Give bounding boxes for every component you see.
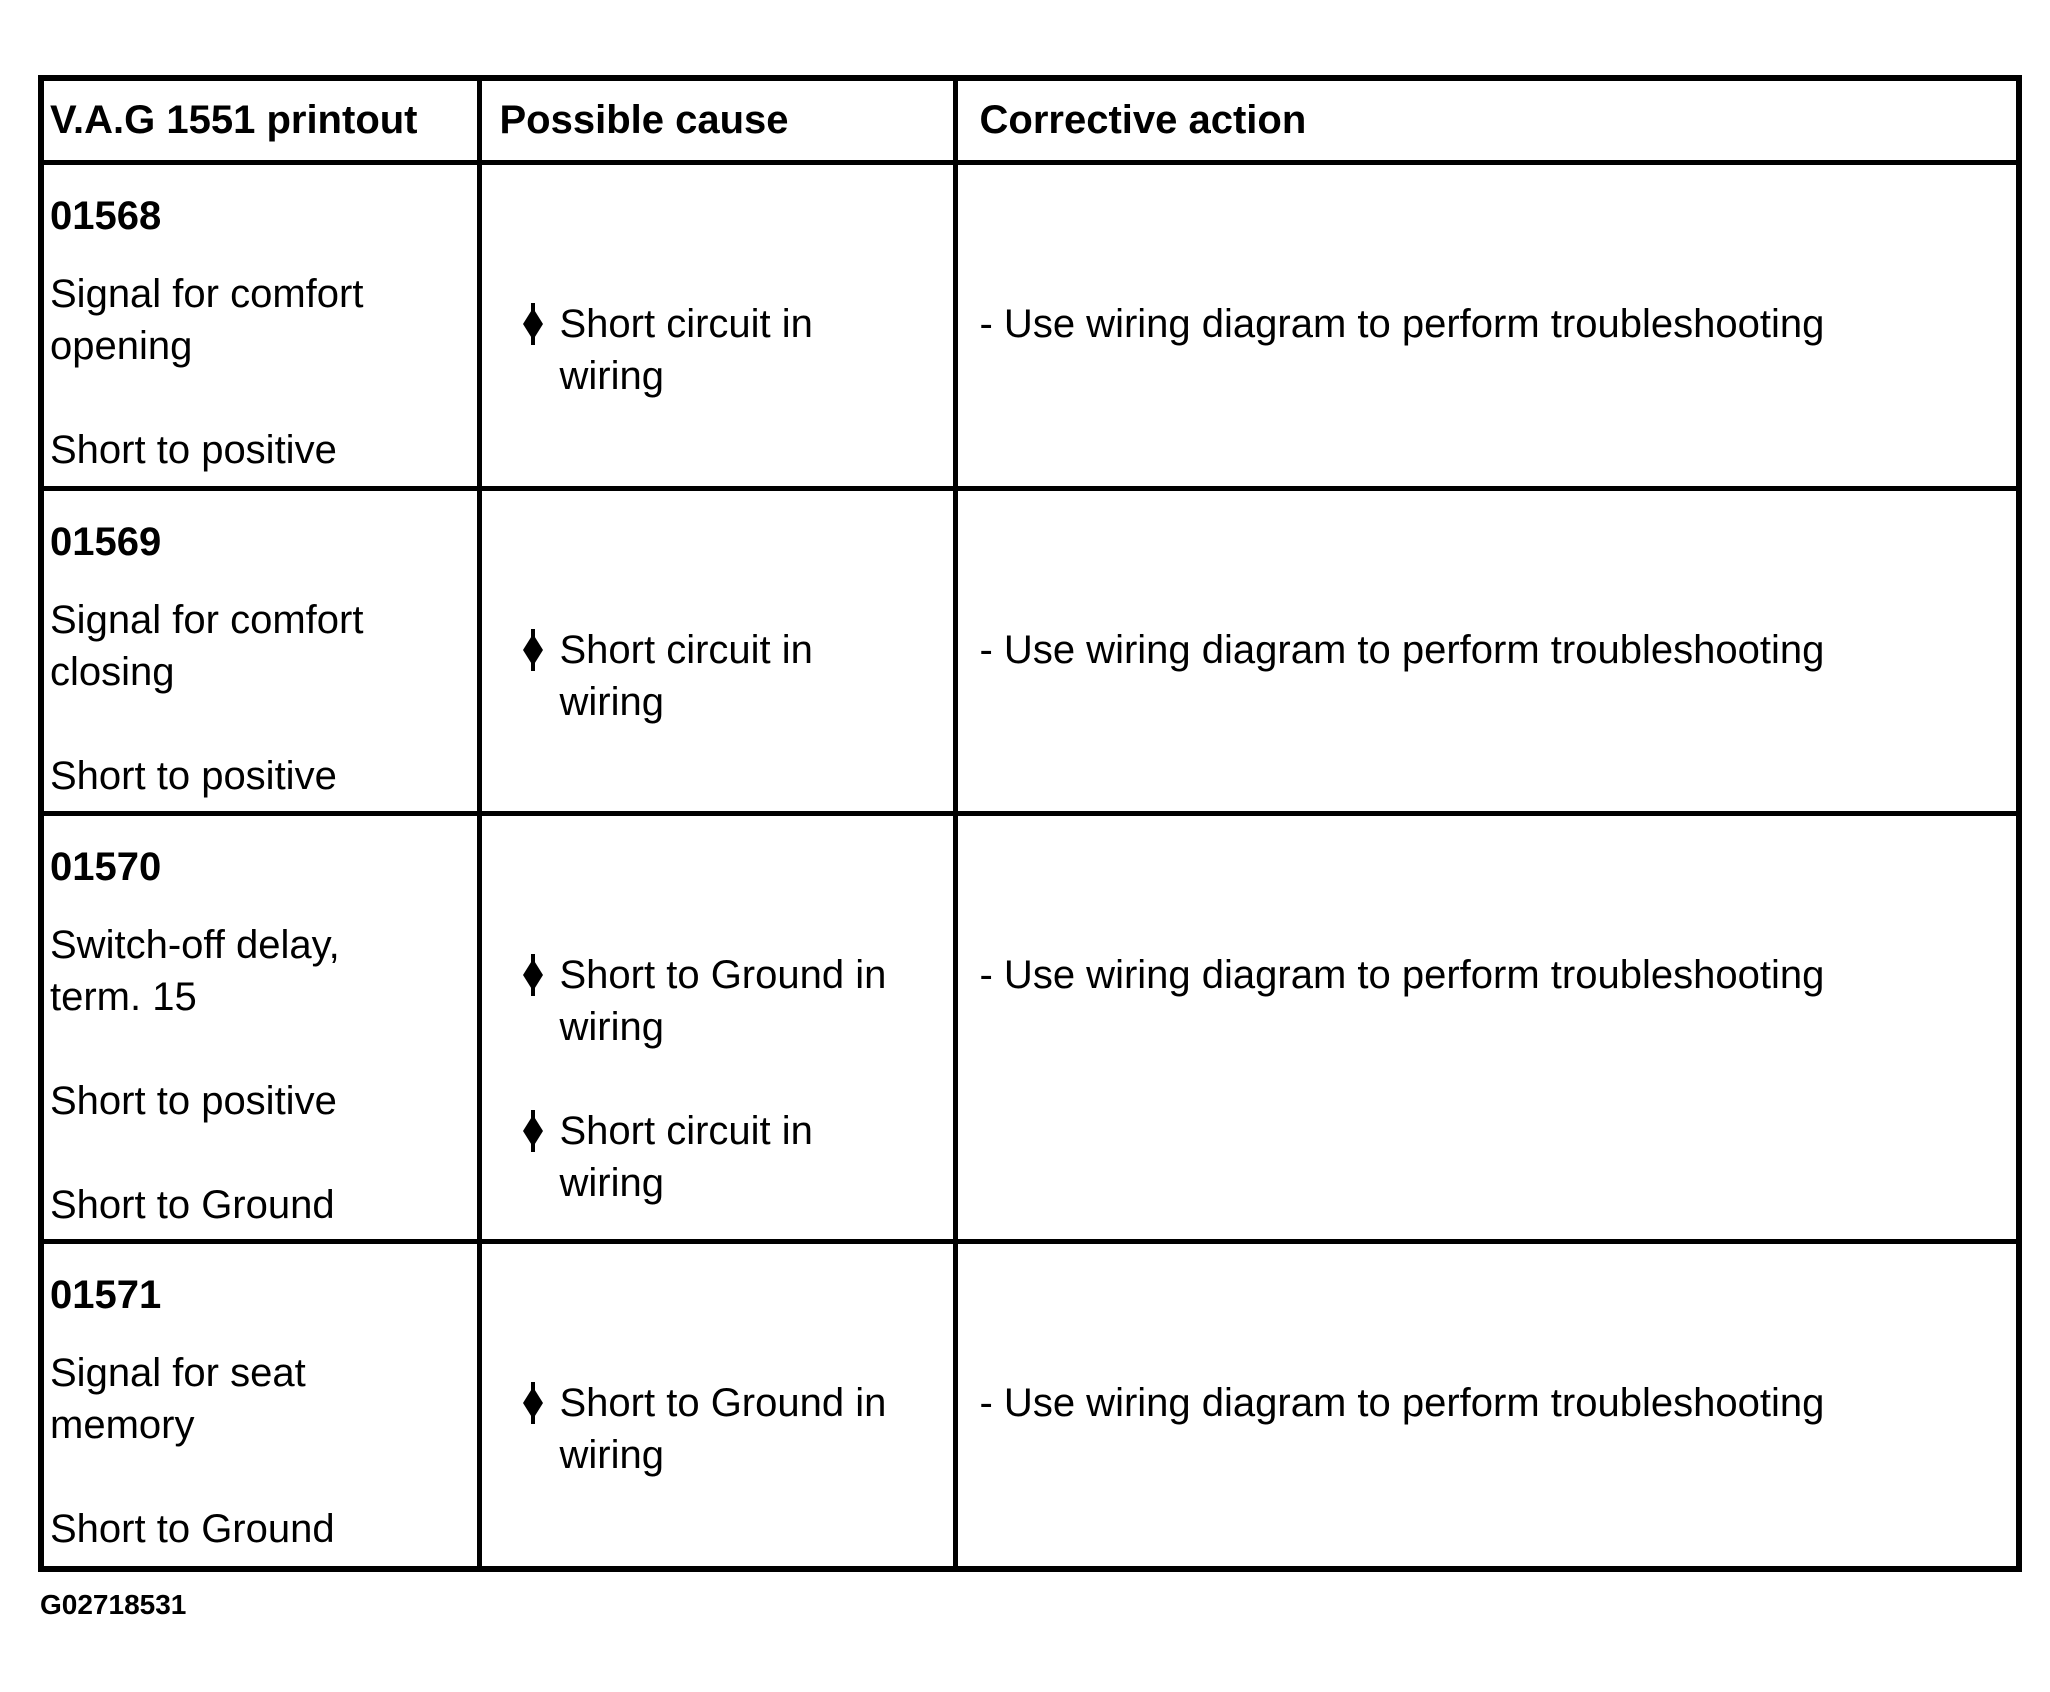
diamond-bullet-icon (521, 1109, 545, 1152)
cause-text: Short circuit in wiring (559, 627, 813, 724)
cause-item: Short circuit in wiring (521, 298, 945, 402)
cell-possible-cause: Short to Ground in wiring (476, 1238, 958, 1572)
cause-text: Short circuit in wiring (559, 1108, 813, 1205)
fault-description: Signal for seat memory (50, 1350, 306, 1447)
cause-item: Short circuit in wiring (521, 624, 945, 728)
figure-id-label: G02718531 (40, 1589, 187, 1620)
diamond-bullet-icon (521, 628, 545, 671)
cell-possible-cause: Short circuit in wiring (476, 159, 958, 491)
fault-description: Signal for comfort opening (50, 271, 364, 368)
corrective-action-text: - Use wiring diagram to perform troubles… (979, 301, 1825, 346)
fault-code: 01569 (50, 519, 162, 564)
header-row: V.A.G 1551 printout Possible cause Corre… (38, 75, 2022, 165)
diamond-bullet-icon (521, 302, 545, 345)
fault-code: 01570 (50, 844, 162, 889)
cell-corrective-action: - Use wiring diagram to perform troubles… (952, 159, 2022, 491)
cell-corrective-action: - Use wiring diagram to perform troubles… (952, 485, 2022, 816)
fault-description: Switch-off delay, term. 15 (50, 922, 340, 1019)
corrective-action-text: - Use wiring diagram to perform troubles… (979, 1380, 1825, 1425)
corrective-action-text: - Use wiring diagram to perform troubles… (979, 627, 1825, 672)
cell-printout: 01570 Switch-off delay, term. 15 Short t… (38, 810, 482, 1244)
diamond-bullet-icon (521, 1381, 545, 1424)
header-corrective-action: Corrective action (952, 75, 2022, 165)
fault-table-row: 01569 Signal for comfort closing Short t… (38, 485, 2022, 816)
cause-text: Short to Ground in wiring (559, 1380, 887, 1477)
cell-printout: 01571 Signal for seat memory Short to Gr… (38, 1238, 482, 1572)
cell-printout: 01569 Signal for comfort closing Short t… (38, 485, 482, 816)
fault-code: 01571 (50, 1272, 162, 1317)
cell-possible-cause: Short circuit in wiring (476, 485, 958, 816)
cause-item: Short to Ground in wiring (521, 949, 945, 1053)
fault-status: Short to positive (50, 753, 337, 798)
cause-item: Short circuit in wiring (521, 1105, 945, 1209)
cell-corrective-action: - Use wiring diagram to perform troubles… (952, 1238, 2022, 1572)
cell-corrective-action: - Use wiring diagram to perform troubles… (952, 810, 2022, 1244)
fault-table-row: 01571 Signal for seat memory Short to Gr… (38, 1238, 2022, 1572)
corrective-action-text: - Use wiring diagram to perform troubles… (979, 952, 1825, 997)
cause-item: Short to Ground in wiring (521, 1377, 945, 1481)
fault-code: 01568 (50, 193, 162, 238)
fault-status: Short to Ground (50, 1506, 335, 1551)
fault-description: Signal for comfort closing (50, 597, 364, 694)
fault-status: Short to positive (50, 1078, 337, 1123)
header-possible-cause: Possible cause (476, 75, 958, 165)
fault-code-table: V.A.G 1551 printout Possible cause Corre… (38, 75, 2022, 1572)
fault-table-row: 01570 Switch-off delay, term. 15 Short t… (38, 810, 2022, 1244)
fault-status: Short to positive (50, 427, 337, 472)
header-vag-1551-printout: V.A.G 1551 printout (38, 75, 482, 165)
diamond-bullet-icon (521, 953, 545, 996)
cell-printout: 01568 Signal for comfort opening Short t… (38, 159, 482, 491)
fault-status: Short to Ground (50, 1182, 335, 1227)
cell-possible-cause: Short to Ground in wiring Short circuit … (476, 810, 958, 1244)
cause-text: Short circuit in wiring (559, 301, 813, 398)
fault-table-row: 01568 Signal for comfort opening Short t… (38, 159, 2022, 491)
cause-text: Short to Ground in wiring (559, 952, 887, 1049)
